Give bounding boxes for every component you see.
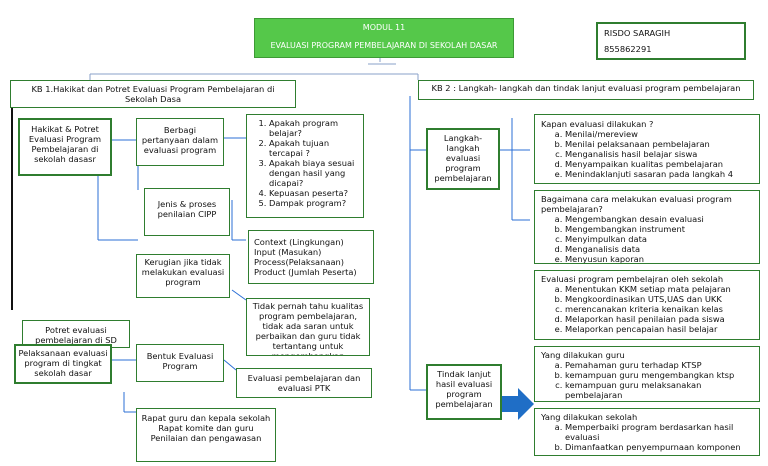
rapat-item: Rapat komite dan guru: [158, 423, 254, 433]
rapat-item: Rapat guru dan kepala sekolah: [141, 413, 271, 423]
list-item: Apakah biaya sesuai dengan hasil yang di…: [269, 158, 361, 188]
kerugian-box: Kerugian jika tidak melakukan evaluasi p…: [136, 254, 230, 298]
rapat-box: Rapat guru dan kepala sekolah Rapat komi…: [136, 408, 276, 462]
list-item: Menyampaikan kualitas pembelajaran: [565, 159, 753, 169]
list-item: Dimanfaatkan penyempurnaan komponen: [565, 442, 753, 452]
tindak-box: Tindak lanjut hasil evaluasi program pem…: [426, 364, 502, 420]
list-item: Menganalisis data: [565, 244, 753, 254]
cipp-box: Context (Lingkungan) Input (Masukan) Pro…: [248, 230, 374, 284]
kb2-title: KB 2 : Langkah- langkah dan tindak lanju…: [418, 80, 754, 100]
list-item: Menganalisis hasil belajar siswa: [565, 149, 753, 159]
pelaksanaan-box: Pelaksanaan evaluasi program di tingkat …: [14, 344, 112, 384]
list-item: Mengkoordinasikan UTS,UAS dan UKK: [565, 294, 753, 304]
list-item: Kepuasan peserta?: [269, 188, 361, 198]
list-item: Melaporkan hasil penilaian pada siswa: [565, 314, 753, 324]
cipp-item: Input (Masukan): [254, 247, 322, 257]
kb1-title: KB 1.Hakikat dan Potret Evaluasi Program…: [10, 80, 296, 108]
list-item: kemampuan guru melaksanakan pembelajaran: [565, 380, 753, 400]
cipp-item: Process(Pelaksanaan): [254, 257, 345, 267]
bagaimana-title: Bagaimana cara melakukan evaluasi progra…: [541, 194, 732, 214]
author-box: RISDO SARAGIH 855862291: [596, 22, 746, 60]
hakikat-box: Hakikat & Potret Evaluasi Program Pembel…: [18, 118, 112, 176]
list-item: Apakah tujuan tercapai ?: [269, 138, 361, 158]
guru-title: Yang dilakukan guru: [541, 350, 625, 360]
list-item: Melaporkan pencapaian hasil belajar: [565, 324, 753, 334]
sek-title: Yang dilakukan sekolah: [541, 412, 638, 422]
kapan-title: Kapan evaluasi dilakukan ?: [541, 119, 654, 129]
list-item: Pemahaman guru terhadap KTSP: [565, 360, 753, 370]
list-item: merencanakan kriteria kenaikan kelas: [565, 304, 753, 314]
sekolah-box: Evaluasi program pembelajran oleh sekola…: [534, 270, 760, 340]
list-item: Apakah program belajar?: [269, 118, 361, 138]
list-item: Menyimpulkan data: [565, 234, 753, 244]
cipp-item: Product (Jumlah Peserta): [254, 267, 357, 277]
sekolah-title: Evaluasi program pembelajran oleh sekola…: [541, 274, 724, 284]
author-id: 855862291: [604, 44, 652, 54]
kapan-box: Kapan evaluasi dilakukan ? Menilai/merev…: [534, 114, 760, 184]
potret-box: Potret evaluasi pembelajaran di SD: [22, 320, 130, 348]
rapat-item: Penilaian dan pengawasan: [150, 433, 262, 443]
cipp-item: Context (Lingkungan): [254, 237, 344, 247]
list-item: Memperbaiki program berdasarkan hasil ev…: [565, 422, 753, 442]
list-item: Dampak program?: [269, 198, 361, 208]
module-title: EVALUASI PROGRAM PEMBELAJARAN DI SEKOLAH…: [270, 41, 498, 50]
jenis-box: Jenis & proses penilaian CIPP: [144, 188, 230, 236]
right-arrow-icon: [502, 388, 534, 420]
list-item: Mengembangkan desain evaluasi: [565, 214, 753, 224]
langkah-box: Langkah-langkah evaluasi program pembela…: [426, 128, 500, 190]
module-label: MODUL 11: [362, 23, 406, 32]
list-item: Menindaklanjuti sasaran pada langkah 4: [565, 169, 753, 179]
author-name: RISDO SARAGIH: [604, 28, 671, 38]
list-item: Menentukan KKM setiap mata pelajaran: [565, 284, 753, 294]
kerugian-detail-box: Tidak pernah tahu kualitas program pembe…: [246, 298, 370, 356]
guru-box: Yang dilakukan guru Pemahaman guru terha…: [534, 346, 760, 402]
list-item: Menilai pelaksanaan pembelajaran: [565, 139, 753, 149]
berbagi-box: Berbagi pertanyaan dalam evaluasi progra…: [136, 118, 224, 166]
bagaimana-box: Bagaimana cara melakukan evaluasi progra…: [534, 190, 760, 264]
list-item: Menyusun kaporan: [565, 254, 753, 263]
connector-line: [223, 359, 237, 371]
list-item: Mengembangkan instrument: [565, 224, 753, 234]
sek-box: Yang dilakukan sekolah Memperbaiki progr…: [534, 408, 760, 456]
bentuk-detail-box: Evaluasi pembelajaran dan evaluasi PTK: [236, 368, 372, 398]
bentuk-box: Bentuk Evaluasi Program: [136, 344, 224, 382]
list-item: Menilai/mereview: [565, 129, 753, 139]
list-item: kemampuan guru mengembangkan ktsp: [565, 370, 753, 380]
module-header: MODUL 11 EVALUASI PROGRAM PEMBELAJARAN D…: [254, 18, 514, 58]
questions-box: Apakah program belajar? Apakah tujuan te…: [246, 114, 364, 218]
connector-line: [231, 289, 247, 301]
